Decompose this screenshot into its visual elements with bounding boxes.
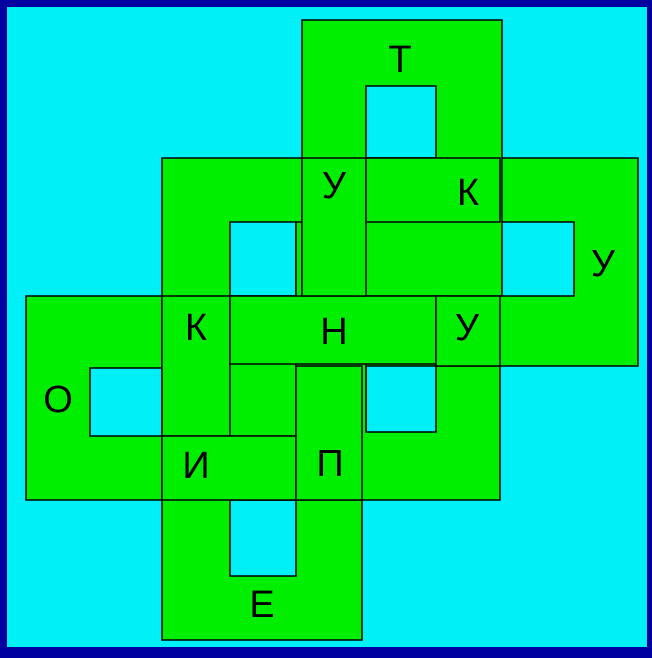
letter-u-upper: У [322, 165, 347, 207]
letter-n-center: Н [320, 311, 347, 353]
letter-e-bottom: Е [249, 584, 274, 626]
letter-t-top: Т [388, 39, 411, 81]
letter-i-lower: И [182, 445, 209, 487]
letter-o-left: О [43, 379, 73, 421]
band-over-k-upper [366, 158, 500, 222]
letter-k-left: К [185, 307, 207, 349]
letter-k-upper: К [457, 172, 479, 214]
letter-u-right: У [591, 243, 616, 285]
letter-u-middle: У [455, 307, 480, 349]
letter-p-lower: П [316, 443, 343, 485]
